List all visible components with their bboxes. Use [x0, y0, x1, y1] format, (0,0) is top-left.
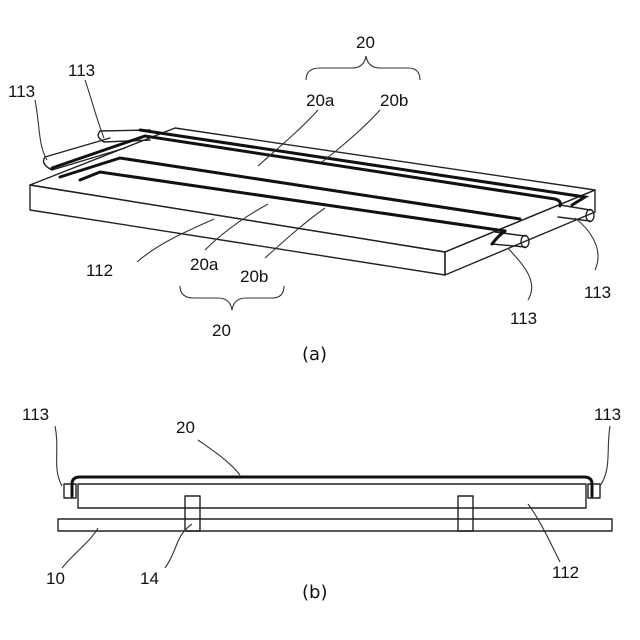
- caption-a: (a): [302, 344, 327, 365]
- figure-a: 113 113 20 20a 20b 112 20a 20b 20 113 11…: [8, 33, 611, 365]
- label-112-a: 112: [86, 261, 113, 280]
- label-20b-bottom: 20b: [240, 267, 268, 286]
- support-14-left: [185, 496, 200, 531]
- label-10-b: 10: [46, 569, 65, 588]
- label-20b-top: 20b: [380, 91, 408, 110]
- label-113-b-right: 113: [594, 405, 621, 424]
- leader-lines-b: [55, 426, 610, 568]
- heater-wire-20-side: [72, 477, 592, 496]
- brace-20-bottom: [180, 286, 284, 310]
- brace-20-top: [306, 56, 420, 80]
- wire-1: [52, 136, 555, 199]
- label-20-bottom: 20: [212, 321, 231, 340]
- leader-lines-a: [35, 80, 598, 300]
- support-14-right: [458, 496, 473, 531]
- label-113-right-inner: 113: [510, 309, 537, 328]
- label-113-far-left: 113: [8, 82, 35, 101]
- label-113-right-outer: 113: [584, 283, 611, 302]
- rod-113-right-end: [588, 484, 600, 498]
- label-20a-bottom: 20a: [190, 255, 219, 274]
- label-113-top-left: 113: [68, 61, 95, 80]
- rod-113-right-inner: [492, 232, 529, 248]
- label-14-b: 14: [140, 569, 159, 588]
- wire-2: [60, 158, 520, 219]
- label-113-b-left: 113: [22, 405, 49, 424]
- base-plate-10: [58, 519, 612, 531]
- label-20-top: 20: [356, 33, 375, 52]
- figure-b: 113 113 20 10 14 112 (b): [22, 405, 621, 603]
- rod-113-left-end: [64, 484, 76, 498]
- caption-b: (b): [302, 582, 327, 603]
- label-112-b: 112: [552, 563, 579, 582]
- label-20a-top: 20a: [306, 91, 335, 110]
- label-20-b: 20: [176, 418, 195, 437]
- board-112-side: [78, 484, 586, 508]
